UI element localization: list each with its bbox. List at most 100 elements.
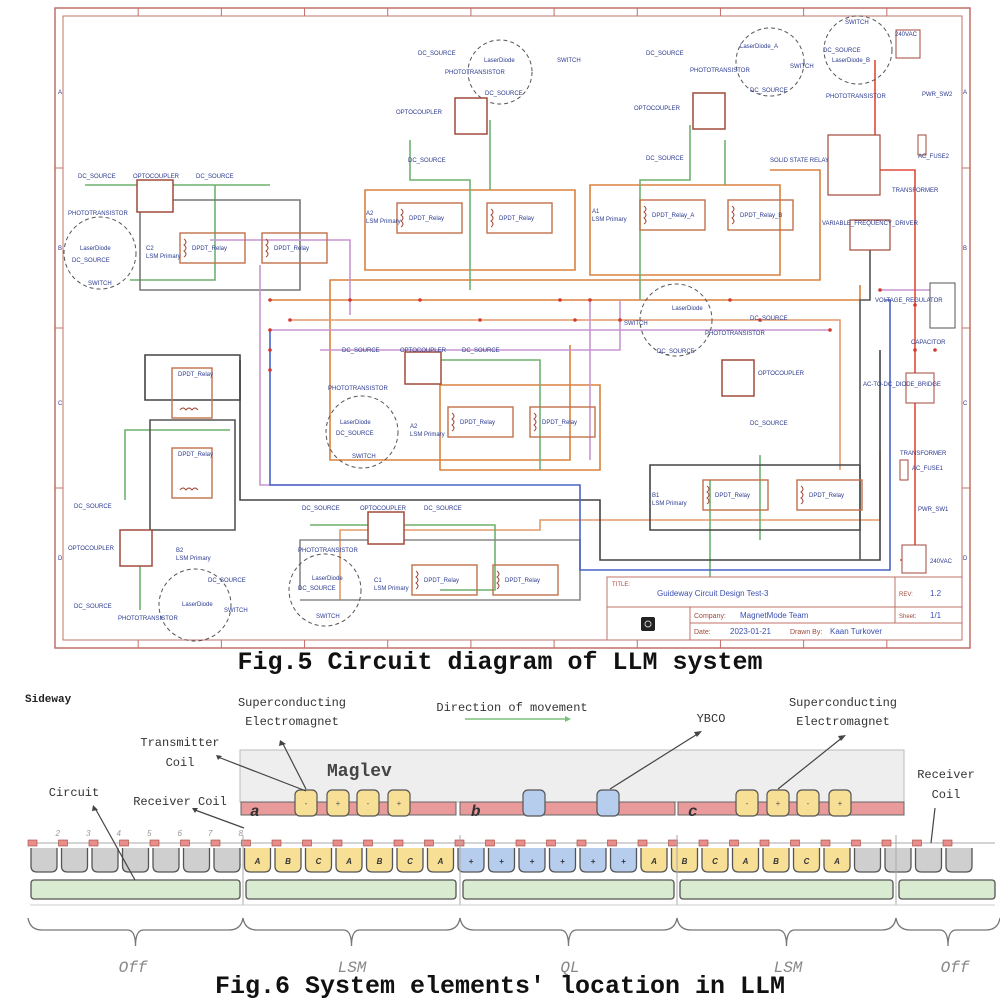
row-letter-d-right: D <box>963 556 968 562</box>
laser-module-circle <box>63 216 137 290</box>
track-coil-label: B <box>773 857 779 866</box>
track-coil-body <box>30 848 58 873</box>
label-optocoupler: OPTOCOUPLER <box>758 371 805 377</box>
track-coil-body <box>457 848 485 873</box>
track-coil <box>152 848 180 873</box>
section-letter-c: c <box>688 803 698 821</box>
track-coil-label: C <box>407 857 413 866</box>
label-dc-source: DC_SOURCE <box>646 156 684 162</box>
label-laser-diode: LaserDiode <box>80 246 111 252</box>
track-coil <box>182 848 211 873</box>
title-block-frame <box>606 576 963 641</box>
arrowhead-icon <box>279 740 286 746</box>
track-coil-body <box>579 848 607 873</box>
optocoupler <box>454 97 488 135</box>
vehicle-magnet: - <box>294 789 318 817</box>
relay-body <box>171 447 213 499</box>
track-coil-label: B <box>377 857 383 866</box>
track-coil-body <box>487 848 516 873</box>
wire-green <box>440 359 761 590</box>
fig6-caption: Fig.6 System elements' location in LLM <box>214 972 786 1001</box>
leader-sc-electromagnet-right <box>777 736 844 790</box>
zone-brace <box>242 917 461 947</box>
dpdt-relay: DPDT_Relay <box>261 232 328 264</box>
receiver-pad <box>180 839 190 847</box>
junction-dot <box>913 303 917 307</box>
magnet-block <box>828 789 852 817</box>
label-phototransistor: PHOTOTRANSISTOR <box>328 386 388 392</box>
relay-label: DPDT_Relay <box>809 493 844 499</box>
fig5-caption: Fig.5 Circuit diagram of LLM system <box>237 648 763 677</box>
track-number: 8 <box>239 829 244 838</box>
receiver-pads <box>27 839 953 847</box>
magnet-polarity: + <box>336 799 341 808</box>
track-coil: C <box>701 848 729 873</box>
receiver-pad <box>302 839 312 847</box>
label-lsm-primary: LSM Primary <box>410 432 445 438</box>
solid-state-relay <box>827 134 881 196</box>
track-coil-label: A <box>742 857 749 866</box>
diode-bridge-box <box>905 372 935 404</box>
label-laser-diode-a: LaserDiode_A <box>740 44 778 50</box>
label-coil-c2: C2 <box>146 246 154 252</box>
track-coil-label: B <box>682 857 688 866</box>
track-coil: + <box>548 848 577 873</box>
ac-fuse-2 <box>917 134 927 156</box>
receiver-pad <box>729 839 739 847</box>
track-coil: C <box>396 848 424 873</box>
circuit-bar <box>898 879 996 900</box>
receiver-pad <box>668 839 678 847</box>
label-diode-bridge: AC-TO-DC_DIODE_BRIDGE <box>863 382 941 388</box>
relay-coil-icon <box>265 238 269 258</box>
circuit-bar <box>679 879 894 900</box>
company-logo-glyph <box>644 620 652 628</box>
label-lsm-primary: LSM Primary <box>652 501 687 507</box>
relay-body <box>411 564 478 596</box>
track-coil-body <box>792 848 821 873</box>
drawn-by-value: Kaan Turkover <box>830 627 882 636</box>
rev-label: REV: <box>899 592 913 598</box>
zone-labels: Off LSM QL LSM Off <box>119 959 970 977</box>
label-coil-b1: B1 <box>652 493 660 499</box>
wires <box>85 60 941 610</box>
label-dc-source: DC_SOURCE <box>336 431 374 437</box>
track-coil-body <box>731 848 760 873</box>
label-phototransistor: PHOTOTRANSISTOR <box>445 70 505 76</box>
label-laser-diode: LaserDiode <box>340 420 371 426</box>
junction-dot <box>933 348 937 352</box>
receiver-pad <box>424 839 434 847</box>
label-vfd: VARIABLE_FREQUENCY_DRIVER <box>822 221 919 227</box>
track-coil: + <box>579 848 607 873</box>
receiver-pad <box>881 839 892 847</box>
relay-coil-icon <box>706 485 710 505</box>
annotation-circuit: Circuit <box>49 786 99 800</box>
receiver-pad <box>210 839 221 847</box>
relay-coil-icon <box>400 208 404 228</box>
label-dc-source: DC_SOURCE <box>424 506 462 512</box>
circuit-bar <box>245 879 457 900</box>
label-capacitor: CAPACITOR <box>911 340 946 346</box>
ac-fuse-1 <box>899 459 909 481</box>
leader-sc-electromagnet-left <box>281 741 307 790</box>
zone-label-off-right: Off <box>941 959 970 977</box>
track-coil: A <box>335 848 363 873</box>
dpdt-relay: DPDT_Relay <box>529 406 596 438</box>
vehicle-magnet: + <box>766 789 790 817</box>
track-coil <box>91 848 119 873</box>
junction-dots <box>268 288 937 372</box>
receiver-pad <box>912 839 922 847</box>
relay-label: DPDT_Relay <box>460 420 495 426</box>
track-coil-label: + <box>560 857 565 866</box>
wire-dark <box>239 350 881 561</box>
label-switch: SWITCH <box>557 58 581 64</box>
leader-receiver-coil-right <box>930 807 936 844</box>
annotation-receiver-coil-right-2: Coil <box>932 788 961 802</box>
relay-coil-icon <box>183 238 187 258</box>
track-number: 7 <box>208 829 213 838</box>
maglev-vehicle <box>239 749 905 803</box>
label-lsm-primary: LSM Primary <box>592 217 627 223</box>
vehicle-section-b <box>459 801 676 816</box>
laser-module-circle <box>467 39 533 105</box>
